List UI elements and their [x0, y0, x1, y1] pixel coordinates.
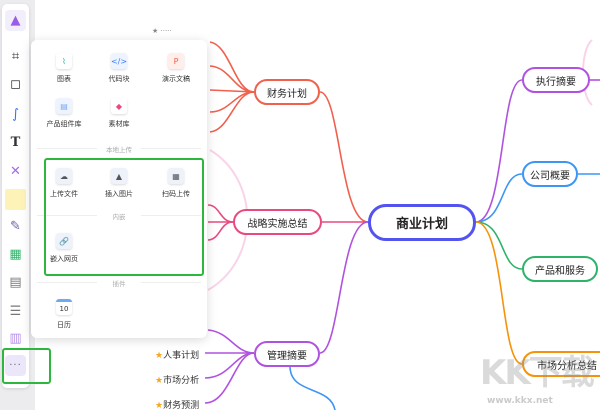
- document-icon[interactable]: ▤: [9, 275, 22, 290]
- node-market-analysis[interactable]: 市场分析总结: [522, 351, 600, 377]
- node-products-services[interactable]: 产品和服务: [522, 256, 598, 282]
- connector-icon[interactable]: ∫: [12, 107, 19, 122]
- code-icon: </>: [111, 53, 127, 69]
- node-strategy-summary[interactable]: 战略实施总结: [233, 209, 322, 235]
- panel-item-upload-file[interactable]: ☁上传文件: [34, 168, 94, 199]
- link-icon: 🔗: [56, 233, 72, 249]
- star-node-market[interactable]: ★市场分析: [155, 376, 200, 386]
- star-node-hr[interactable]: ★人事计划: [155, 351, 200, 361]
- template-icon[interactable]: ▥: [9, 331, 22, 346]
- table-icon[interactable]: ▦: [9, 247, 22, 262]
- highlight-upload-section: [44, 158, 204, 276]
- asset-library-icon: ◆: [111, 98, 127, 114]
- presentation-icon: P: [168, 53, 184, 69]
- pen-icon[interactable]: ✎: [10, 219, 21, 234]
- list-icon[interactable]: ☰: [9, 304, 22, 319]
- panel-item-chart[interactable]: ⌇图表: [34, 53, 94, 84]
- star-node-forecast[interactable]: ★财务预测: [155, 401, 200, 411]
- qr-icon: ▦: [168, 168, 184, 184]
- node-finance-plan[interactable]: 财务计划: [254, 79, 320, 105]
- star-icon: ★: [155, 351, 164, 361]
- star-icon: ★: [155, 376, 164, 386]
- calendar-icon: 10: [56, 299, 72, 315]
- panel-item-scan-upload[interactable]: ▦扫码上传: [146, 168, 206, 199]
- more-button[interactable]: ···: [5, 355, 26, 376]
- toolbar: ▲ ⌗ ◻ ∫ T ✕ ✎ ▦ ▤ ☰ ▥ ···: [2, 4, 29, 388]
- upload-cloud-icon: ☁: [56, 168, 72, 184]
- section-plugins: 插件: [31, 278, 207, 288]
- panel-item-component-library[interactable]: ▤产品组件库: [34, 98, 94, 129]
- section-local-upload: 本地上传: [31, 144, 207, 154]
- panel-item-embed-webpage[interactable]: 🔗嵌入网页: [34, 233, 94, 264]
- panel-item-asset-library[interactable]: ◆素材库: [89, 98, 149, 129]
- component-library-icon: ▤: [56, 98, 72, 114]
- image-icon: ▲: [111, 168, 127, 184]
- node-management-summary[interactable]: 管理摘要: [254, 341, 320, 367]
- sticky-note-icon[interactable]: [5, 189, 26, 210]
- mindmap-icon[interactable]: ✕: [10, 164, 21, 179]
- chart-icon: ⌇: [56, 53, 72, 69]
- frame-icon[interactable]: ⌗: [11, 49, 20, 64]
- section-embed: 内嵌: [31, 211, 207, 221]
- watermark-url: www.kkx.net: [487, 396, 553, 406]
- text-icon[interactable]: T: [10, 135, 21, 150]
- panel-item-code[interactable]: </>代码块: [89, 53, 149, 84]
- watermark-logo: KK下载: [480, 353, 595, 393]
- panel-item-insert-image[interactable]: ▲插入图片: [89, 168, 149, 199]
- node-business-plan[interactable]: 商业计划: [368, 204, 476, 241]
- shape-icon[interactable]: ◻: [10, 77, 21, 92]
- node-company-overview[interactable]: 公司概要: [522, 161, 578, 187]
- node-executive-summary[interactable]: 执行摘要: [522, 67, 590, 93]
- partial-node-text: ★ ·····: [152, 27, 172, 35]
- highlight-more: [2, 348, 51, 384]
- logo-icon[interactable]: ▲: [5, 10, 26, 31]
- star-icon: ★: [155, 401, 164, 411]
